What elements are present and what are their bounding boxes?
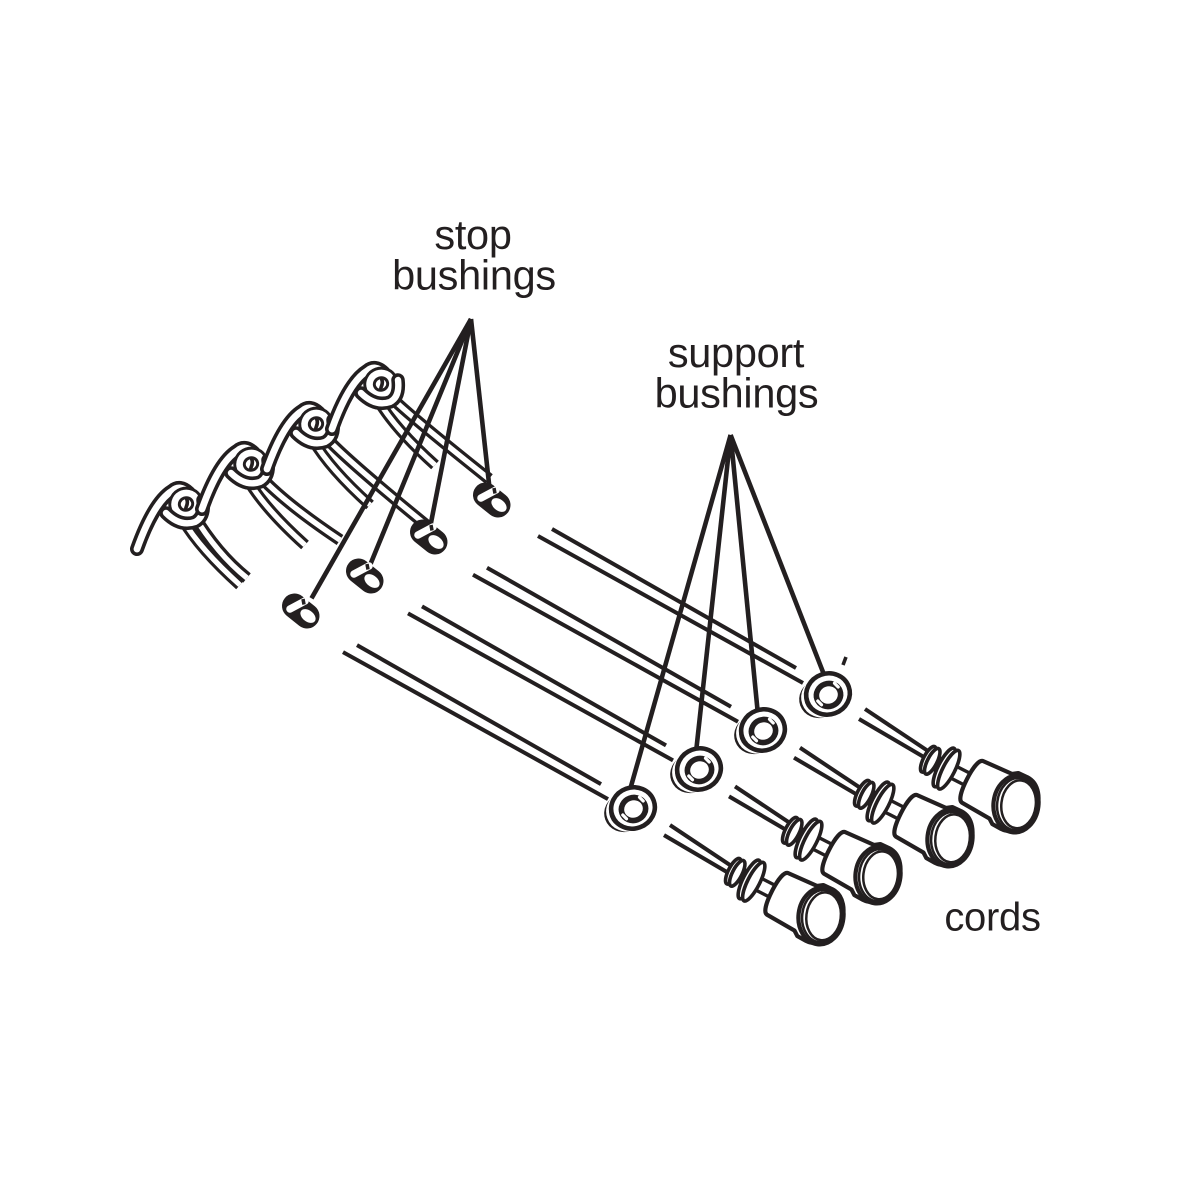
svg-text:cords: cords — [944, 896, 1040, 940]
svg-text:support: support — [668, 329, 805, 376]
svg-text:bushings: bushings — [392, 252, 556, 299]
svg-text:stop: stop — [434, 211, 511, 258]
svg-text:bushings: bushings — [655, 370, 819, 417]
